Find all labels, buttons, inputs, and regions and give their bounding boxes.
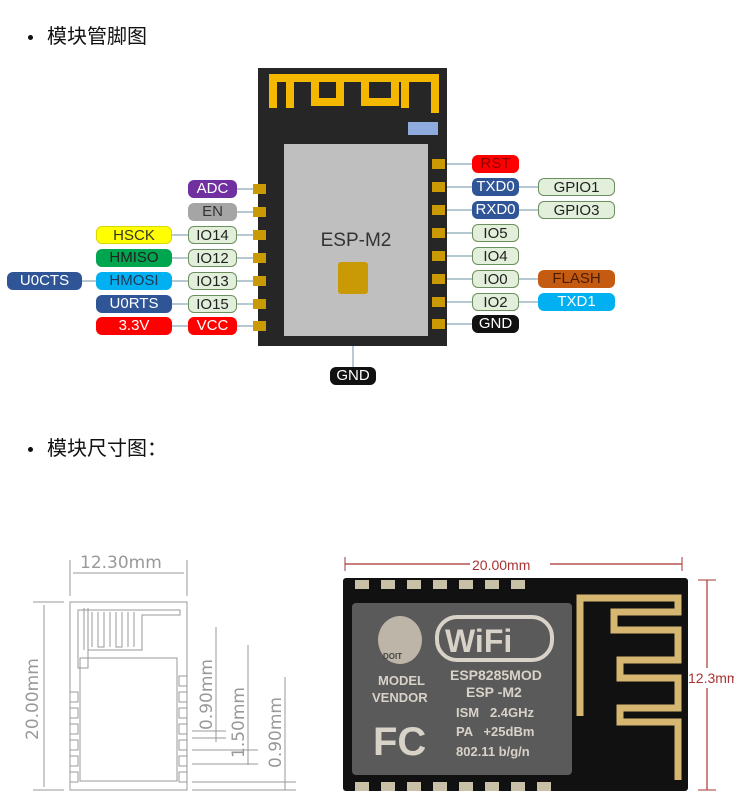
- dim-pitch-c-label: 0.90mm: [266, 697, 286, 768]
- pin-rxd0: RXD0: [472, 201, 519, 219]
- doit-logo: DOIT: [383, 652, 402, 661]
- pa-text: PA +25dBm: [456, 724, 534, 739]
- chip-led: [408, 122, 438, 135]
- standard-text: 802.11 b/g/n: [456, 744, 530, 759]
- ground-pad: [338, 262, 368, 294]
- antenna-trace: [269, 74, 439, 113]
- chip-shield: [284, 144, 428, 336]
- dimension-heading-text: 模块尺寸图：: [47, 436, 167, 460]
- dim-width-label: 12.30mm: [80, 553, 162, 573]
- pin-io0: IO0: [472, 270, 519, 288]
- pin-en: EN: [188, 203, 237, 221]
- pin-u0cts: U0CTS: [7, 272, 82, 290]
- pin-txd0: TXD0: [472, 178, 519, 196]
- pin-vcc: VCC: [188, 317, 237, 335]
- pin-3v3: 3.3V: [96, 317, 172, 335]
- pin-io5: IO5: [472, 224, 519, 242]
- pin-gnd-bottom: GND: [330, 367, 376, 385]
- pin-io15: IO15: [188, 295, 237, 313]
- bullet-icon: [28, 447, 33, 452]
- pin-io14: IO14: [188, 226, 237, 244]
- chip-name: ESP-M2: [321, 230, 392, 251]
- pin-gpio1: GPIO1: [538, 178, 615, 196]
- pin-hsck: HSCK: [96, 226, 172, 244]
- pin-txd1: TXD1: [538, 293, 615, 311]
- vendor-text: VENDOR: [372, 690, 428, 705]
- pin-io12: IO12: [188, 249, 237, 267]
- pin-io4: IO4: [472, 247, 519, 265]
- pinout-diagram: ESP-M2: [82, 68, 538, 368]
- dimension-heading: 模块尺寸图：: [28, 432, 167, 461]
- photo-height-label: 12.3mm: [688, 670, 734, 686]
- pin-flash: FLASH: [538, 270, 615, 288]
- pin-adc: ADC: [188, 180, 237, 198]
- pin-hmosi: HMOSI: [96, 272, 172, 290]
- dim-height-label: 20.00mm: [23, 658, 43, 740]
- pin-rst: RST: [472, 155, 519, 173]
- dim-pitch-b-label: 1.50mm: [229, 687, 249, 758]
- photo-width-label: 20.00mm: [472, 557, 530, 573]
- module-name: ESP -M2: [466, 684, 522, 700]
- bullet-icon: [28, 35, 33, 40]
- pin-u0rts: U0RTS: [96, 295, 172, 313]
- module-photo: 20.00mm 12.3mm DOIT WiFi MODEL VENDOR FC…: [343, 555, 734, 791]
- pin-gnd: GND: [472, 315, 519, 333]
- module-model: ESP8285MOD: [450, 667, 542, 683]
- pin-io13: IO13: [188, 272, 237, 290]
- pin-io2: IO2: [472, 293, 519, 311]
- pinout-heading-text: 模块管脚图: [47, 24, 147, 48]
- left-pads: [253, 184, 266, 331]
- model-text: MODEL: [378, 673, 425, 688]
- dim-pitch-a-label: 0.90mm: [197, 659, 217, 730]
- pinout-heading: 模块管脚图: [28, 20, 147, 49]
- right-pads: [432, 159, 445, 329]
- wifi-logo: WiFi: [445, 623, 512, 659]
- ism-text: ISM 2.4GHz: [456, 705, 535, 720]
- pin-hmiso: HMISO: [96, 249, 172, 267]
- side-pads: [69, 675, 188, 783]
- fc-logo: FC: [373, 720, 426, 764]
- pin-gpio3: GPIO3: [538, 201, 615, 219]
